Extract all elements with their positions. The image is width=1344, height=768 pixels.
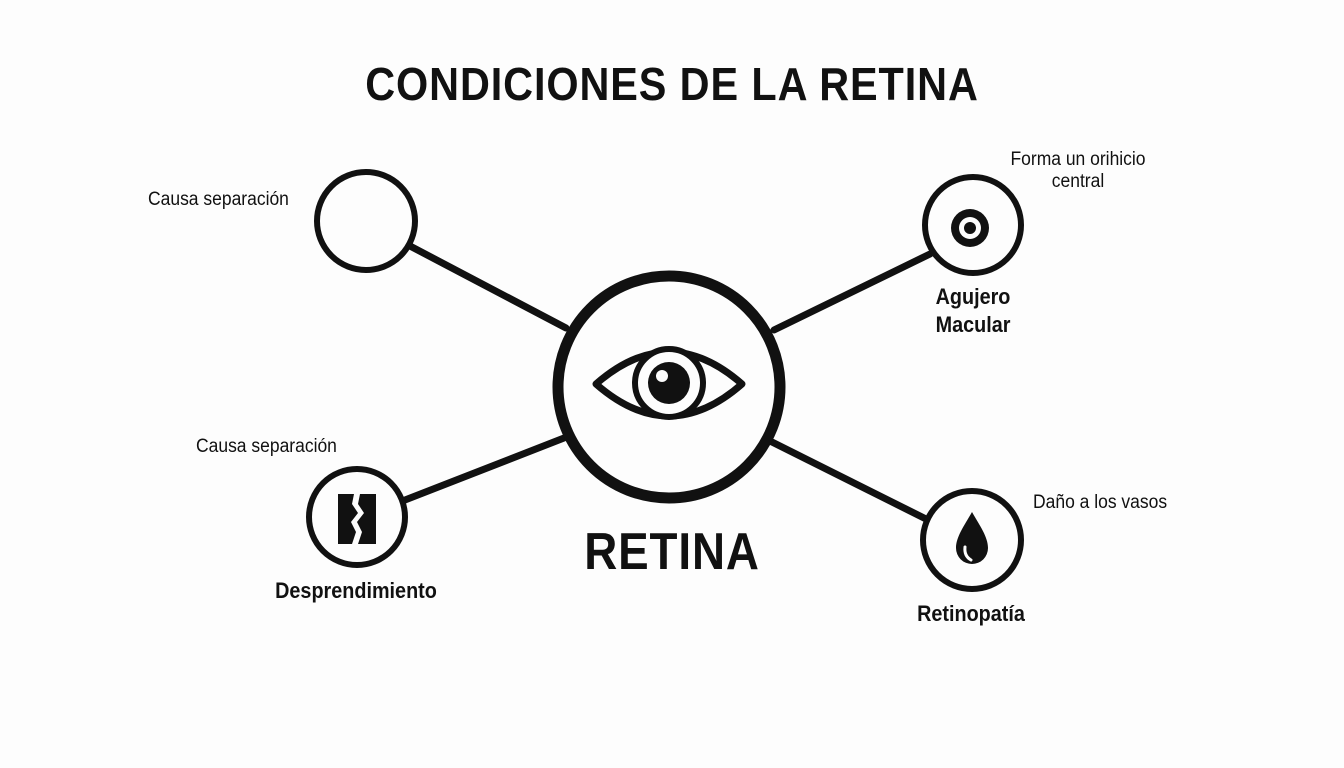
blood-drop-icon <box>956 512 988 564</box>
node-bottom-right-description: Daño a los vasos <box>1033 492 1168 513</box>
target-icon <box>951 209 989 247</box>
connector-top-left <box>406 242 570 332</box>
node-top-left <box>314 169 418 273</box>
node-top-left-description: Causa separación <box>148 189 289 210</box>
connector-bottom-right <box>768 438 932 524</box>
node-bottom-left-description: Causa separación <box>196 436 337 457</box>
node-top-right-name-line: Macular <box>935 311 1011 337</box>
connector-bottom-left <box>401 434 568 504</box>
node-top-right-description-line: Forma un orihicio <box>1010 149 1146 170</box>
page-title: CONDICIONES DE LA RETINA <box>365 58 979 110</box>
node-top-right-description-line: central <box>1051 170 1105 192</box>
node-top-right-name-line: Agujero <box>935 284 1011 309</box>
node-bottom-left-name: Desprendimiento <box>275 578 437 603</box>
torn-layer-icon <box>338 494 376 544</box>
center-label: RETINA <box>584 523 760 581</box>
connector-top-right <box>770 250 934 334</box>
node-bottom-right <box>920 488 1024 592</box>
node-top-right <box>922 174 1024 276</box>
node-bottom-right-name: Retinopatía <box>917 601 1025 626</box>
eye-icon <box>592 346 746 420</box>
node-bottom-left <box>306 466 408 568</box>
center-node <box>552 270 786 504</box>
